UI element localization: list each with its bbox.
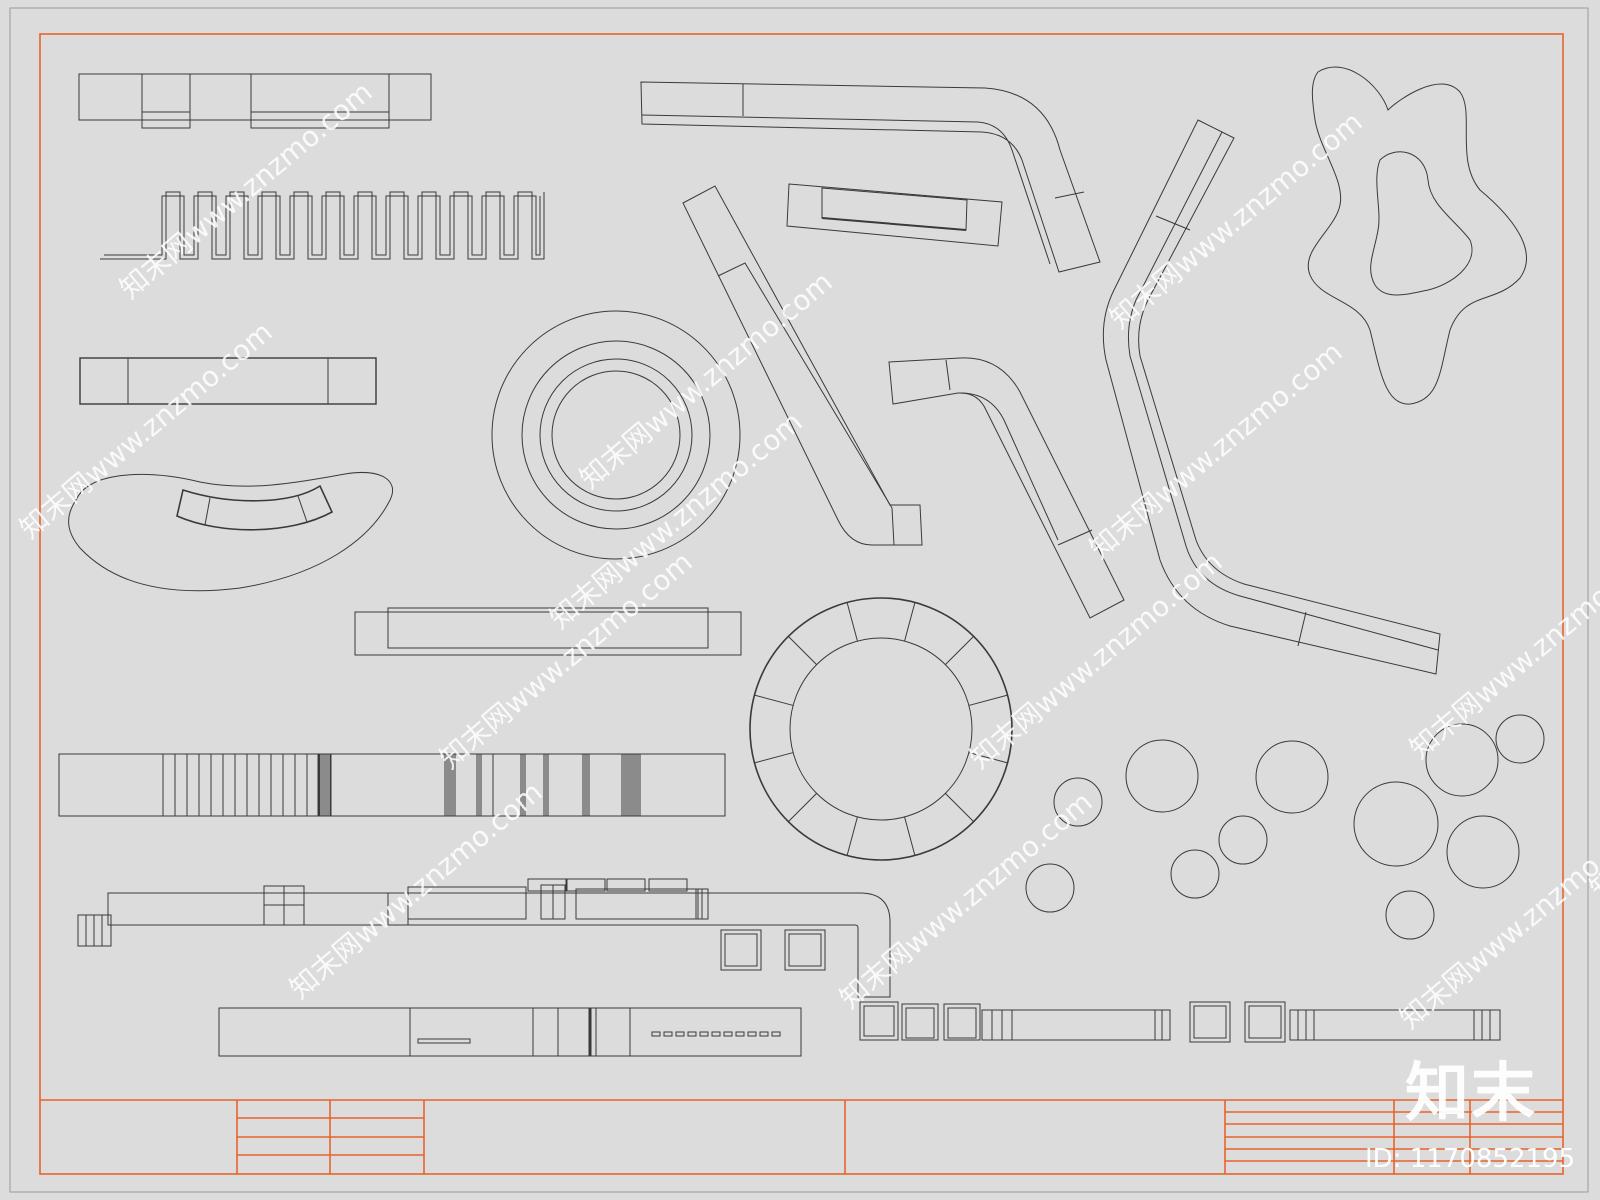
bench-simple [79,357,377,405]
image-id-label: ID: 1170852195 [1365,1144,1576,1174]
bench-bent-long-right [1102,119,1441,675]
outer-border [9,7,1589,1193]
bench-round-concentric [491,310,741,560]
bench-rectangular-top [78,73,432,129]
round-stools-cluster [1025,714,1545,940]
bench-hook-middle [888,357,1125,619]
bench-zigzag [100,191,545,260]
bench-organic-blob [1307,66,1527,405]
bench-kidney-planter [68,471,394,592]
bench-round-segmented [749,597,1013,861]
drawing-frame [39,33,1564,1175]
bench-small-slanted [786,183,1003,247]
brand-watermark: 知末 [1405,1057,1537,1131]
bench-bottom-long [218,1007,802,1057]
bench-diagonal-hook [682,185,923,546]
bench-long-inset [354,607,742,656]
bench-sofa-system [77,878,891,998]
bench-modular-squares [859,1001,1501,1043]
bench-striped [58,753,726,817]
bench-curved-long-top [640,81,1101,273]
